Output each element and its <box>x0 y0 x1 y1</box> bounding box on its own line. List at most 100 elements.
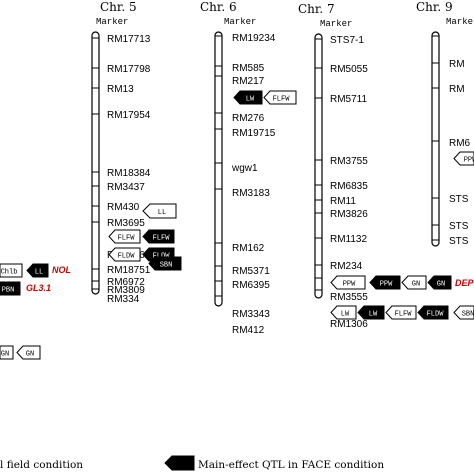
chr7-qtl-tag: LW <box>330 305 357 320</box>
svg-text:PPW: PPW <box>464 157 474 165</box>
fragment-qtl-tag: Chlb <box>0 263 23 278</box>
gene-label-nol: NOL <box>52 265 71 275</box>
legend-filled-qtl-symbol <box>164 455 195 471</box>
chr5-marker: RM3437 <box>107 182 145 193</box>
chr9-title: Chr. 9 <box>416 0 453 14</box>
svg-text:FLDW: FLDW <box>427 311 445 319</box>
svg-text:SBN: SBN <box>462 311 474 319</box>
svg-text:SBN: SBN <box>160 262 173 270</box>
svg-text:LL: LL <box>35 269 43 277</box>
fragment-qtl-tag: GN <box>0 345 14 360</box>
chromosome-9: Chr. 9 Marker RM RM RM6 STS STS STS PPW <box>416 0 474 247</box>
svg-text:LL: LL <box>158 209 166 217</box>
chr7-marker: RM3826 <box>330 209 368 220</box>
svg-text:FLFW: FLFW <box>153 235 171 243</box>
chr5-marker: RM6972 <box>107 277 145 288</box>
left-fragment: Chlb LL NOL PBN GL3.1 GN GN <box>0 263 71 360</box>
chr7-marker: RM3555 <box>330 292 368 303</box>
gene-label-dep: DEP <box>455 278 474 288</box>
chr7-marker: RM1132 <box>330 234 367 245</box>
chr7-marker: STS7-1 <box>330 35 364 46</box>
chr6-marker: RM6395 <box>232 280 270 291</box>
svg-text:GN: GN <box>1 351 9 359</box>
fragment-qtl-tag: PBN <box>0 281 21 296</box>
chr6-bar <box>214 31 223 307</box>
chr6-marker: RM276 <box>232 113 265 124</box>
chr6-marker: RM412 <box>232 325 265 336</box>
chr5-marker: RM17713 <box>107 34 151 45</box>
chr7-qtl-tag: GN <box>427 275 452 290</box>
chr7-bar <box>314 33 323 299</box>
chr5-bar <box>91 31 100 295</box>
chr5-qtl-tag: SBN <box>148 256 182 271</box>
chr5-marker: RM430 <box>107 202 140 213</box>
svg-text:FLFW: FLFW <box>395 311 413 319</box>
chr6-marker-header: Marker <box>224 17 256 27</box>
svg-text:GN: GN <box>412 281 420 289</box>
svg-text:FLDW: FLDW <box>118 253 136 261</box>
chr9-bar <box>431 31 440 247</box>
chr9-marker: STS <box>449 221 469 232</box>
chromosome-6: Chr. 6 Marker RM19234 RM585 RM217 RM276 … <box>200 0 297 336</box>
chr6-ticks <box>215 35 222 297</box>
svg-text:PBN: PBN <box>2 287 15 295</box>
chr7-qtl-tag: FLFW <box>385 305 417 320</box>
svg-text:GN: GN <box>437 281 445 289</box>
legend-right-text: Main-effect QTL in FACE condition <box>198 459 384 471</box>
fragment-qtl-tag: GN <box>16 345 41 360</box>
chr6-marker: RM585 <box>232 63 265 74</box>
svg-text:Chlb: Chlb <box>1 269 18 277</box>
chr5-marker: RM3809 <box>107 285 145 296</box>
chr6-marker: RM5371 <box>232 266 270 277</box>
legend: l field condition Main-effect QTL in FAC… <box>0 455 384 471</box>
chr9-qtl-tag: PPW <box>453 151 474 166</box>
chr5-title: Chr. 5 <box>100 0 137 14</box>
chr7-qtl-tag: FLDW <box>417 305 449 320</box>
chr6-marker: RM162 <box>232 243 265 254</box>
chr5-marker: RM18751 <box>107 265 151 276</box>
chr7-marker: RM5711 <box>330 94 367 105</box>
chr6-title: Chr. 6 <box>200 0 237 14</box>
chr7-qtl-tag: SBN <box>453 305 474 320</box>
chr5-marker-header: Marker <box>96 17 128 27</box>
svg-text:PPW: PPW <box>343 281 356 289</box>
svg-text:LW: LW <box>341 311 350 319</box>
chr5-marker: RM334 <box>107 294 140 305</box>
chr6-marker: RM3183 <box>232 188 270 199</box>
chr5-marker: RM18384 <box>107 168 151 179</box>
chr6-marker: RM3343 <box>232 309 270 320</box>
chr7-marker: RM5055 <box>330 64 368 75</box>
chr5-marker: RM17798 <box>107 64 151 75</box>
chr7-title: Chr. 7 <box>298 2 335 16</box>
svg-text:LW: LW <box>246 96 255 104</box>
svg-text:PPW: PPW <box>380 281 393 289</box>
chr7-qtl-tag: PPW <box>330 275 366 290</box>
chr6-qtl-tag: LW <box>233 90 263 105</box>
chr9-marker: STS <box>449 236 469 247</box>
chr5-ticks <box>92 37 99 290</box>
chr7-marker: RM3755 <box>330 156 368 167</box>
svg-text:GN: GN <box>26 351 34 359</box>
chr6-qtl-tag: FLFW <box>263 90 297 105</box>
legend-left-text: l field condition <box>0 459 83 471</box>
chr7-marker: RM1306 <box>330 319 368 330</box>
svg-text:FLFW: FLFW <box>273 96 291 104</box>
svg-text:FLFW: FLFW <box>118 235 136 243</box>
chr5-marker: RM17954 <box>107 110 151 121</box>
chr7-qtl-tag: LW <box>357 305 385 320</box>
chr9-marker-header: Marker <box>446 17 474 27</box>
gene-label-gl31: GL3.1 <box>26 283 51 293</box>
chr6-marker: RM217 <box>232 76 265 87</box>
chr7-marker-header: Marker <box>320 19 352 29</box>
chr7-marker: RM6835 <box>330 181 368 192</box>
chr9-marker: RM6 <box>449 138 471 149</box>
chr9-ticks <box>432 35 439 241</box>
chromosome-5: Chr. 5 Marker RM17713 RM17798 RM13 RM179… <box>91 0 182 305</box>
chr5-marker: RM3695 <box>107 218 145 229</box>
chr7-marker: RM234 <box>330 261 363 272</box>
chr9-marker: STS <box>449 194 469 205</box>
chr7-qtl-tag: PPW <box>369 275 401 290</box>
chr7-qtl-tag: GN <box>401 275 427 290</box>
chr5-qtl-tag: LL <box>142 203 177 219</box>
